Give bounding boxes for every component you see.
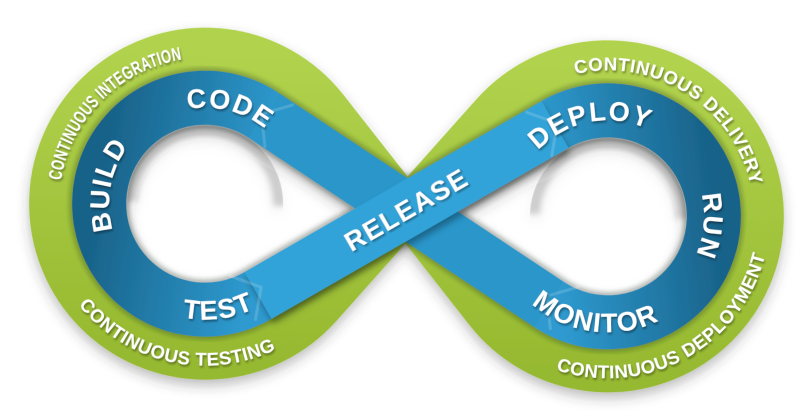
chevron-icon (259, 103, 295, 149)
blue-ring-right (534, 83, 741, 350)
right-hole-shadow (527, 135, 689, 219)
chevron-icon (525, 110, 559, 158)
flow-chevrons (228, 103, 580, 331)
left-hole-shadow (124, 123, 286, 207)
chevron-icon (545, 285, 580, 331)
blue-ring-left (72, 70, 279, 337)
infinity-figure: CONTINUOUS INTEGRATION CONTINUOUS TESTIN… (29, 27, 784, 393)
blue-band-front (244, 101, 569, 319)
chevron-icon (228, 274, 263, 321)
green-infinity-band (29, 27, 784, 393)
